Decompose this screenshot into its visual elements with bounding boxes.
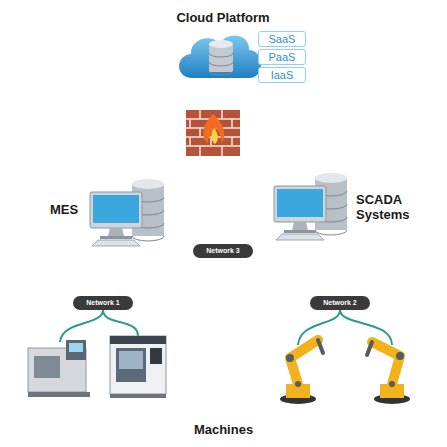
node-label: MES	[50, 202, 78, 217]
host-node: SCADA Systems	[268, 172, 423, 248]
service-box: SaaS	[258, 31, 306, 47]
network-pill: Network 3	[193, 244, 253, 258]
node-label: Cloud Platform	[165, 10, 281, 25]
robot-arm	[280, 340, 323, 404]
cloud-icon	[179, 36, 261, 78]
node-label: Network 1	[73, 296, 133, 310]
network-pill: Network 1	[73, 296, 133, 310]
node-label: Network 3	[193, 244, 253, 258]
service-box: IaaS	[258, 67, 306, 83]
cloud-node: Cloud PlatformSaaS PaaS IaaS	[165, 6, 315, 90]
node-label: IaaS	[259, 68, 305, 82]
node-label: SaaS	[259, 32, 305, 46]
node-label: Network 2	[310, 296, 370, 310]
node-label: PaaS	[259, 50, 305, 64]
service-box: PaaS	[258, 49, 306, 65]
node-label: SCADA Systems	[356, 192, 420, 222]
network-pill: Network 2	[310, 296, 370, 310]
firewall-icon	[186, 110, 240, 156]
cnc-machine	[110, 336, 166, 398]
scada-computer	[274, 173, 347, 240]
host-node: MES	[40, 180, 170, 248]
robot-arm	[367, 342, 410, 404]
caption: Machines	[0, 422, 447, 437]
mes-computer	[90, 179, 164, 246]
cnc-machine	[28, 340, 90, 397]
